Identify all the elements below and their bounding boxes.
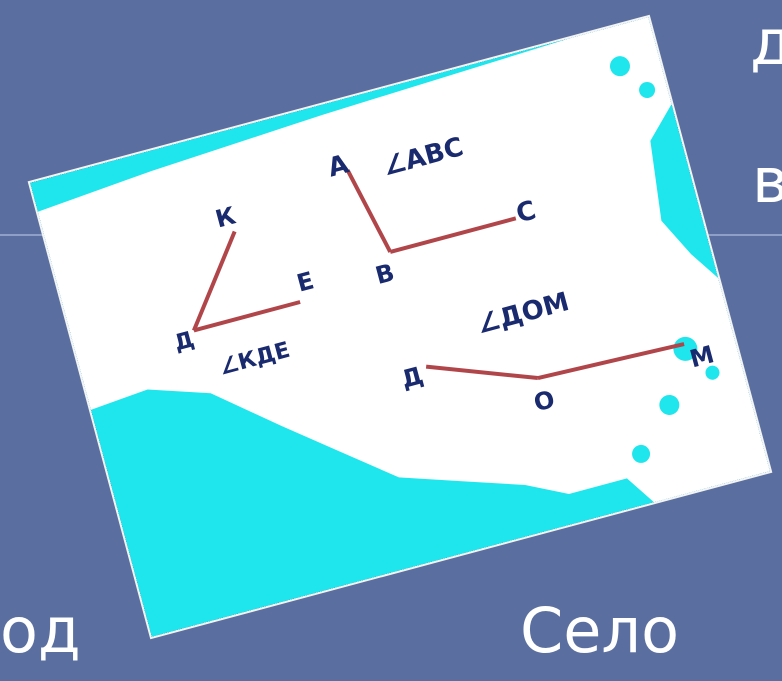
top-text-fragment-1: д (750, 6, 782, 79)
ray-om (537, 342, 685, 380)
coast-speckles (609, 56, 720, 463)
ray-de (193, 300, 301, 333)
top-text-fragment-2: в (752, 144, 782, 217)
ray-dk (192, 230, 237, 332)
label-e: Е (294, 266, 317, 297)
map-land (37, 17, 770, 503)
ray-bc (389, 216, 517, 254)
bottom-right-word: Село (520, 594, 679, 667)
angle-map-figure: К Д Е ∠КДЕ A B C ∠ABC Д О М ∠ДОМ (30, 17, 770, 637)
ray-od (425, 364, 539, 381)
ray-ba (345, 169, 393, 253)
bottom-left-text-fragment: од (0, 594, 81, 667)
angle-picture: К Д Е ∠КДЕ A B C ∠ABC Д О М ∠ДОМ (30, 17, 770, 637)
